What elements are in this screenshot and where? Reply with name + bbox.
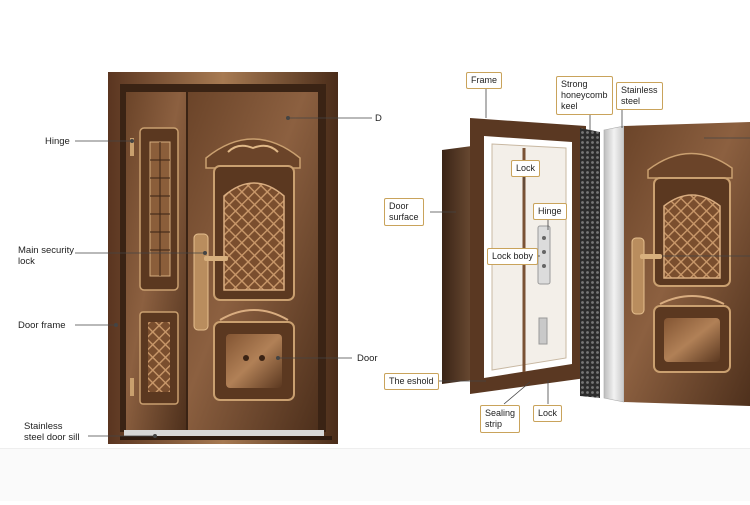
- label-sealing-strip: Sealing strip: [480, 405, 521, 433]
- bottom-strip: [0, 448, 750, 501]
- label-door-frame: Door frame: [18, 320, 66, 331]
- label-lock-top: Lock: [511, 160, 541, 177]
- lock-handle-plate: [193, 233, 209, 331]
- label-door-panel: Door: [357, 353, 378, 364]
- label-stainless-door-sill: Stainless steel door sill: [24, 421, 80, 443]
- label-stainless-steel: Stainless steel: [616, 82, 663, 110]
- label-main-security-lock: Main security lock: [18, 245, 74, 267]
- label-door-top: D: [375, 113, 382, 124]
- lock-body-part: [537, 225, 551, 285]
- front-door-illustration: [108, 72, 338, 444]
- door-surface-sheet: [442, 146, 472, 384]
- label-frame: Frame: [466, 72, 503, 89]
- honeycomb-keel: [580, 128, 600, 398]
- label-lock-body: Lock boby: [487, 248, 539, 265]
- label-lock-bottom: Lock: [533, 405, 563, 422]
- label-hinge-exploded: Hinge: [533, 203, 567, 220]
- left-leader-lines: [75, 116, 372, 438]
- stainless-steel-sheet: [603, 125, 625, 403]
- label-honeycomb-keel: Strong honeycomb keel: [556, 76, 613, 115]
- label-threshold: The eshold: [384, 373, 439, 390]
- label-door-surface: Door surface: [384, 198, 424, 226]
- door-sill: [124, 430, 324, 436]
- label-hinge: Hinge: [45, 136, 70, 147]
